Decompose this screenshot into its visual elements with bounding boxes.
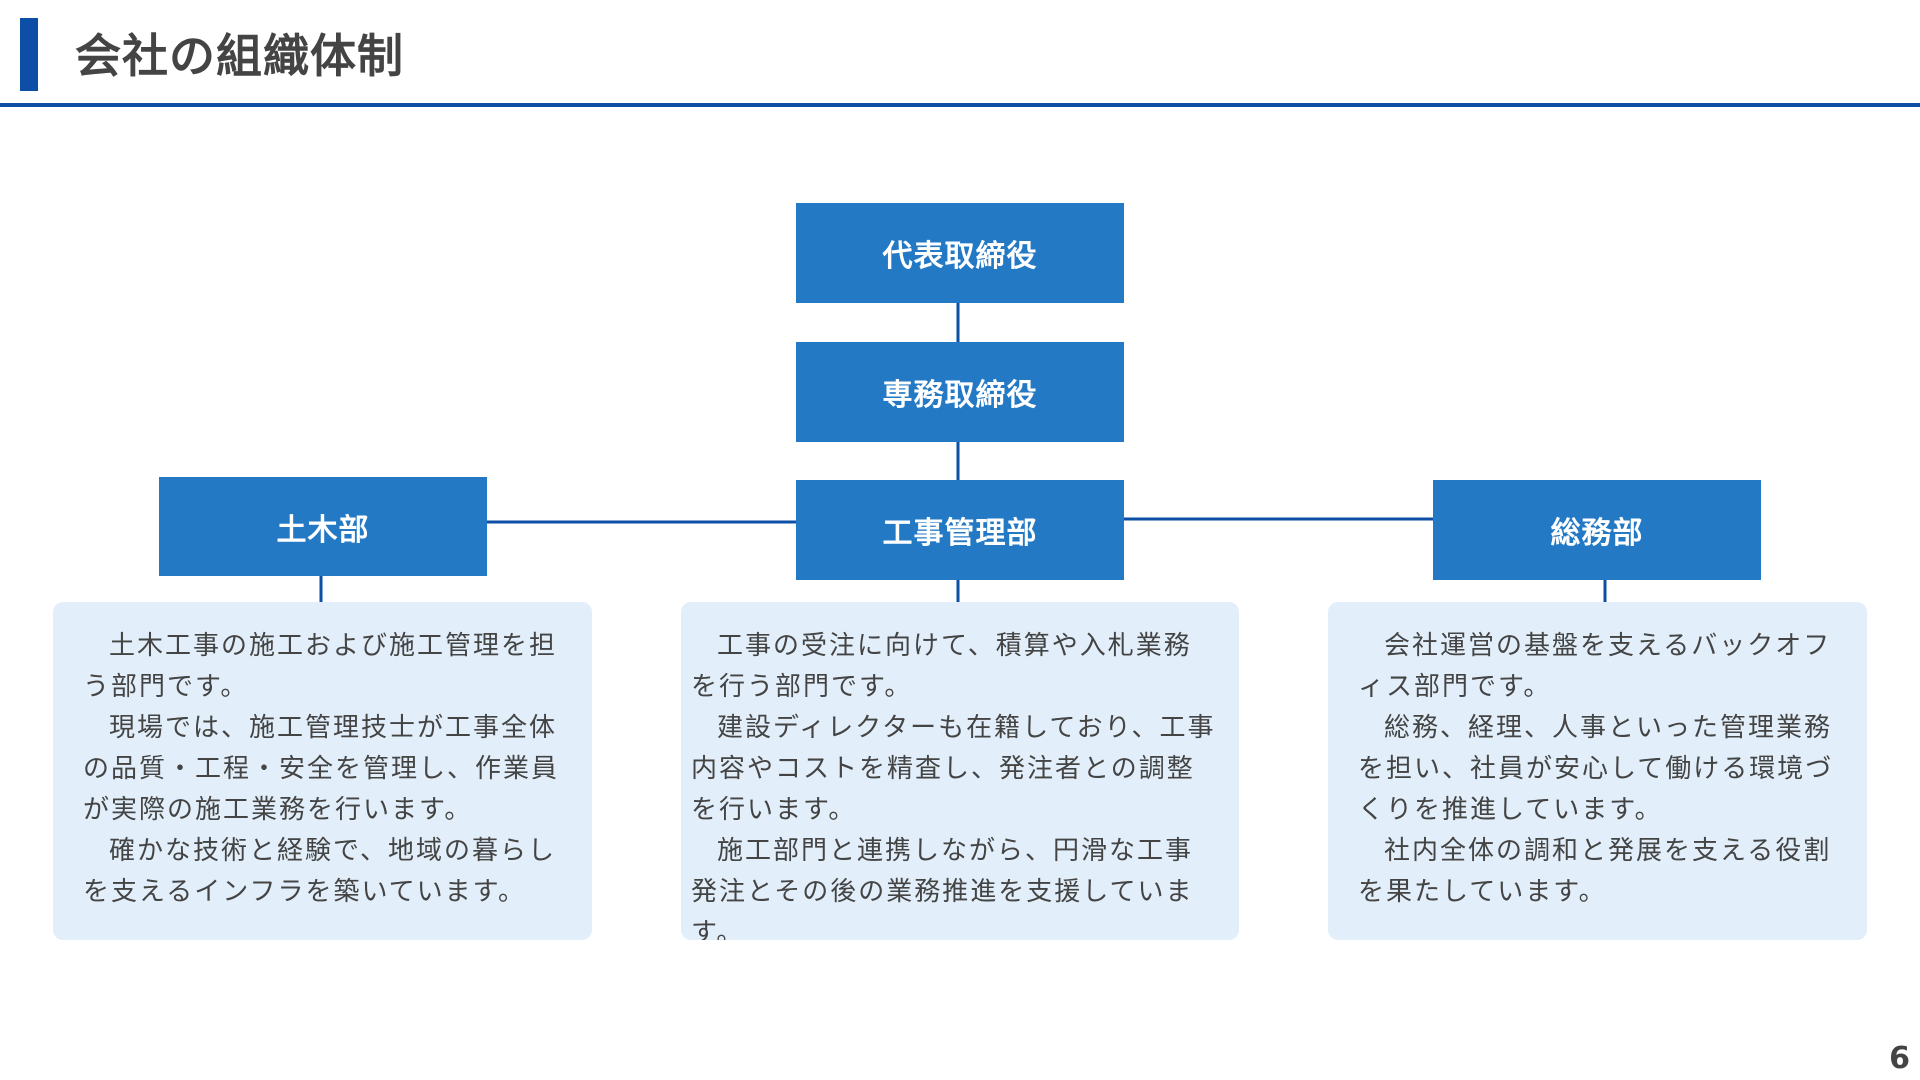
construction-management-description-panel: 工事の受注に向けて、積算や入札業務を行う部門です。 建設ディレクターも在籍してお…: [681, 602, 1239, 940]
page-number: 6: [1889, 1041, 1910, 1076]
construction-management-description-paragraph: 建設ディレクターも在籍しており、工事内容やコストを精査し、発注者との調整を行いま…: [691, 713, 1216, 825]
general-affairs-label: 総務部: [1550, 516, 1644, 551]
general-affairs-description-panel: 会社運営の基盤を支えるバックオフィス部門です。 総務、経理、人事といった管理業務…: [1328, 602, 1867, 940]
general-affairs-description-paragraph: 総務、経理、人事といった管理業務を担い、社員が安心して働ける環境づくりを推進して…: [1358, 713, 1834, 825]
general-affairs-box: 総務部: [1433, 480, 1761, 580]
civil-department-box: 土木部: [159, 477, 487, 576]
general-affairs-description-paragraph: 会社運営の基盤を支えるバックオフィス部門です。: [1358, 631, 1832, 702]
construction-management-box: 工事管理部: [796, 480, 1124, 580]
page-title: 会社の組織体制: [75, 29, 404, 83]
title-underline: [0, 103, 1920, 107]
civil-description-panel: 土木工事の施工および施工管理を担う部門です。 現場では、施工管理技士が工事全体の…: [53, 602, 592, 940]
construction-management-label: 工事管理部: [882, 516, 1038, 551]
general-affairs-description-paragraph: 社内全体の調和と発展を支える役割を果たしています。: [1358, 836, 1832, 907]
ceo-box: 代表取締役: [796, 203, 1124, 303]
title-accent-bar: [20, 18, 38, 91]
civil-department-label: 土木部: [276, 512, 370, 548]
civil-description-paragraph: 現場では、施工管理技士が工事全体の品質・工程・安全を管理し、作業員が実際の施工業…: [83, 713, 560, 825]
construction-management-description-paragraph: 施工部門と連携しながら、円滑な工事発注とその後の業務推進を支援しています。: [691, 836, 1194, 940]
ceo-label: 代表取締役: [882, 239, 1038, 274]
construction-management-description-paragraph: 工事の受注に向けて、積算や入札業務を行う部門です。: [691, 631, 1192, 702]
managing-director-box: 専務取締役: [796, 342, 1124, 442]
civil-description-paragraph: 土木工事の施工および施工管理を担う部門です。: [83, 631, 558, 702]
managing-director-label: 専務取締役: [882, 378, 1038, 413]
civil-description-paragraph: 確かな技術と経験で、地域の暮らしを支えるインフラを築いています。: [83, 836, 556, 907]
